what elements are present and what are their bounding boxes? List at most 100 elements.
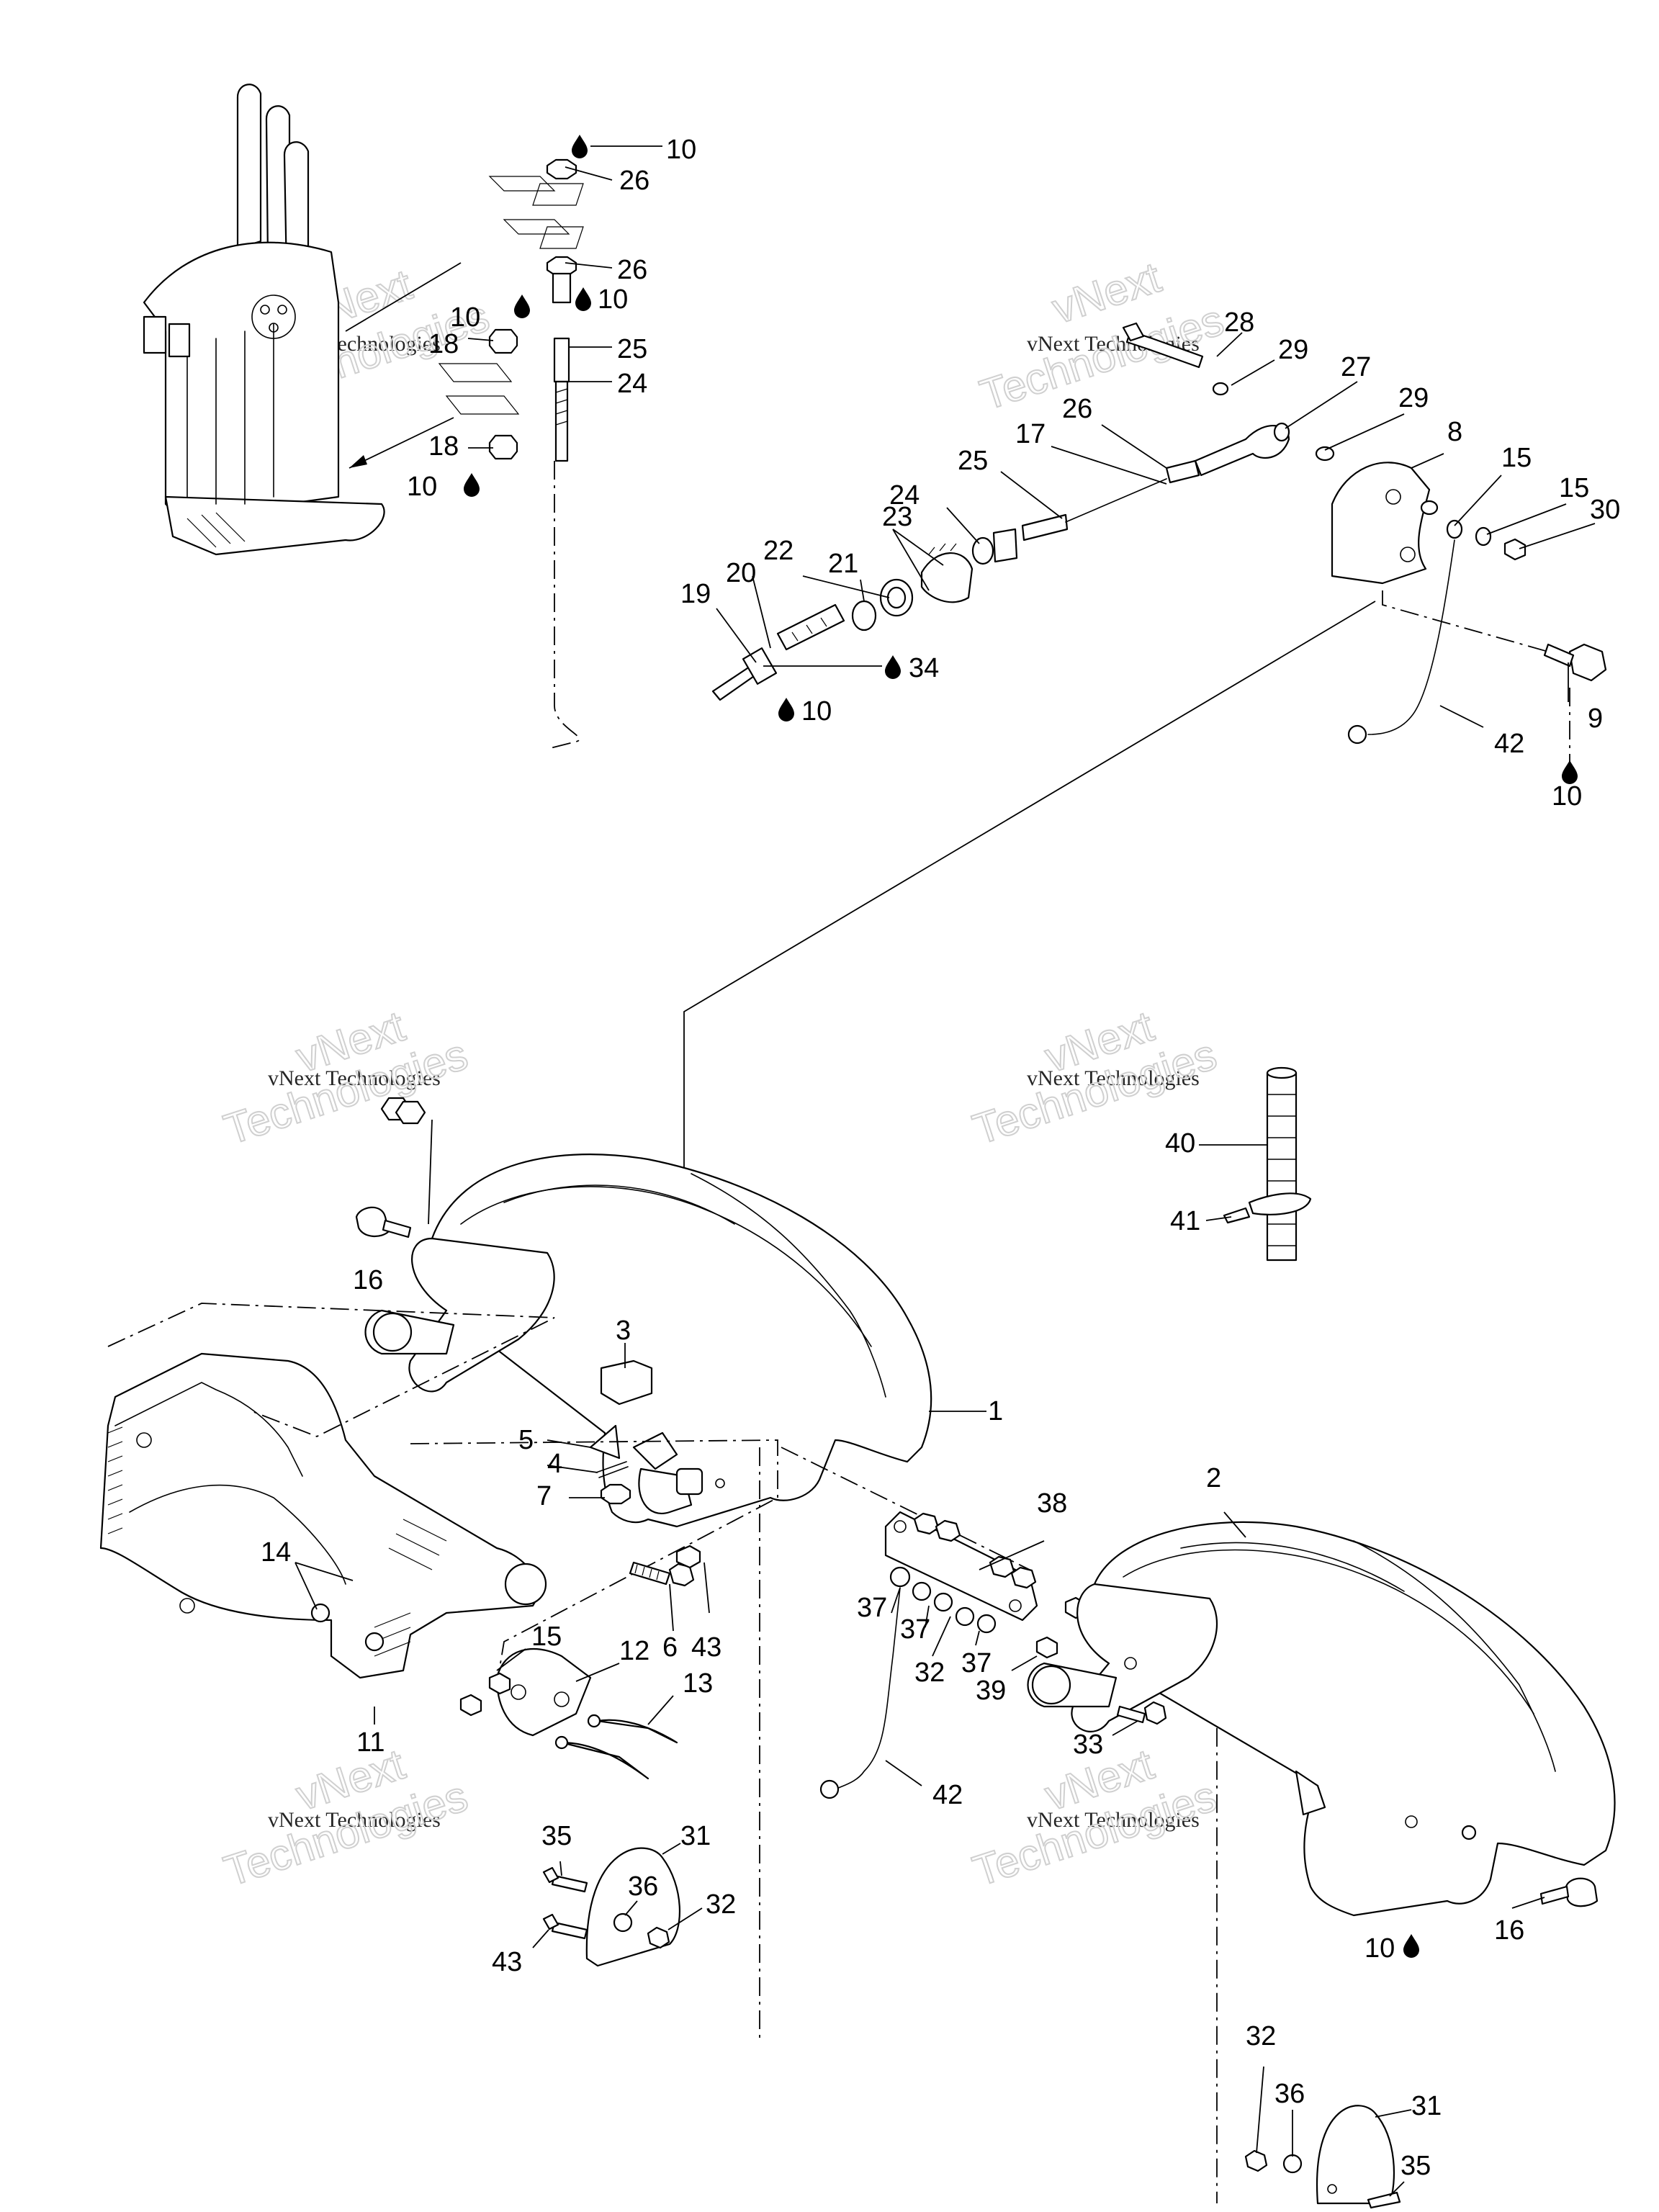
- lever-stud-stack: [438, 158, 584, 462]
- plate-31-upper: [542, 1847, 680, 1967]
- cable-route-line: [547, 461, 580, 750]
- callout-26c: 26: [1062, 394, 1092, 424]
- plate-38-assembly: [819, 1511, 1087, 1799]
- bracket-outline-dash: [107, 1303, 555, 1437]
- callout-25b: 25: [958, 446, 988, 476]
- cluster-top-washer-2: [395, 1100, 426, 1125]
- callout-33: 33: [1073, 1730, 1103, 1760]
- screw-16-bottom-shank: [1539, 1885, 1570, 1905]
- watermark-mid-left: vNext vNext Technologies Technologies: [217, 1001, 474, 1154]
- callout-24b: 24: [889, 480, 920, 511]
- callout-30: 30: [1590, 495, 1620, 525]
- screw-16-bottom: [1565, 1877, 1599, 1907]
- callout-11: 11: [356, 1727, 385, 1758]
- callout-3: 3: [616, 1316, 631, 1346]
- mounting-bracket-11: [99, 1352, 547, 1679]
- arrow-line-upper: [345, 262, 462, 332]
- callout-1: 1: [988, 1396, 1003, 1426]
- callout-37a: 37: [857, 1593, 887, 1623]
- plate-31-lower: [1244, 2105, 1401, 2209]
- bracket-12-pins-13: [495, 1647, 678, 1780]
- callout-9: 9: [1588, 703, 1603, 734]
- leader-to-screw: [428, 1119, 433, 1225]
- watermark-top-right: vNext vNext Technologies Technologies: [974, 252, 1230, 420]
- callout-6: 6: [662, 1632, 678, 1663]
- callout-31b: 31: [1411, 2091, 1442, 2121]
- callout-20: 20: [726, 558, 756, 588]
- svg-text:vNext Technologies: vNext Technologies: [268, 1066, 441, 1090]
- svg-text:vNext Technologies: vNext Technologies: [268, 1808, 441, 1832]
- callout-2: 2: [1206, 1463, 1221, 1493]
- callout-15c: 15: [531, 1622, 562, 1652]
- callout-13: 13: [683, 1668, 713, 1699]
- callout-39: 39: [976, 1676, 1006, 1706]
- callout-10b: 10: [598, 284, 628, 315]
- callout-38: 38: [1037, 1488, 1067, 1519]
- callout-10e: 10: [801, 696, 832, 727]
- callout-42b: 42: [932, 1780, 963, 1810]
- screw-33: [1116, 1705, 1146, 1724]
- callout-43a: 43: [691, 1632, 721, 1663]
- callout-23: 23: [882, 502, 912, 532]
- callout-24a: 24: [617, 369, 647, 399]
- callout-labels: 10 26 26 10 10 18 25 24 18 10 28 29 27 2…: [261, 135, 1620, 2181]
- callout-35a: 35: [541, 1821, 572, 1851]
- bracket-dash-b: [410, 1439, 778, 1686]
- callout-36a: 36: [628, 1871, 658, 1902]
- nut-15-lower: [459, 1694, 482, 1717]
- callout-18a: 18: [428, 329, 459, 359]
- callout-22: 22: [763, 536, 793, 566]
- callout-43b: 43: [492, 1947, 522, 1977]
- callout-10a: 10: [666, 135, 696, 165]
- diagonal-dash-d: [781, 1447, 1030, 1570]
- screws-6-43: [629, 1545, 701, 1587]
- callout-29b: 29: [1398, 383, 1429, 413]
- callout-36b: 36: [1274, 2079, 1305, 2109]
- shift-cable-assembly: [711, 322, 1607, 745]
- callout-32a: 32: [914, 1658, 945, 1688]
- screw-33-head: [1143, 1701, 1167, 1725]
- callout-4: 4: [547, 1449, 562, 1479]
- callout-17: 17: [1015, 419, 1046, 449]
- cover-part-1: [364, 1154, 932, 1528]
- bracket-dash-line: [1382, 590, 1549, 652]
- svg-text:vNext Technologies: vNext Technologies: [1027, 1066, 1200, 1090]
- callout-16b: 16: [1494, 1915, 1524, 1946]
- callout-37b: 37: [900, 1614, 930, 1645]
- control-lever-assembly: [143, 84, 385, 556]
- callout-7: 7: [536, 1481, 552, 1511]
- callout-27: 27: [1341, 352, 1371, 382]
- callout-12: 12: [619, 1636, 649, 1666]
- callout-5: 5: [518, 1425, 534, 1455]
- callout-28: 28: [1224, 307, 1254, 338]
- callout-10g: 10: [1364, 1933, 1395, 1964]
- callout-34: 34: [909, 653, 939, 683]
- callout-35b: 35: [1401, 2151, 1431, 2181]
- callout-18b: 18: [428, 431, 459, 462]
- callout-16a: 16: [353, 1265, 383, 1295]
- svg-text:vNext Technologies: vNext Technologies: [1027, 1808, 1200, 1832]
- callout-19: 19: [680, 579, 711, 609]
- callout-41: 41: [1170, 1206, 1200, 1236]
- callout-31a: 31: [680, 1821, 711, 1851]
- cover-part-2: [1027, 1521, 1616, 1917]
- fuel-line-tube: [1223, 1066, 1312, 1262]
- callout-15a: 15: [1501, 443, 1532, 473]
- callout-29a: 29: [1278, 335, 1308, 365]
- callout-32c: 32: [1246, 2021, 1276, 2051]
- washer-15-lower: [488, 1672, 511, 1695]
- callout-37c: 37: [961, 1648, 992, 1678]
- callout-32b: 32: [706, 1889, 736, 1920]
- callout-8: 8: [1447, 417, 1462, 447]
- callout-15b: 15: [1559, 473, 1589, 503]
- watermark-low-left: vNext vNext Technologies Technologies: [217, 1739, 474, 1896]
- callout-25a: 25: [617, 334, 647, 364]
- arrow-line-lower: [349, 417, 454, 469]
- callout-26a: 26: [619, 166, 649, 196]
- callout-21: 21: [828, 549, 858, 579]
- small-parts-3-4-5-7: [589, 1359, 653, 1505]
- callout-26b: 26: [617, 255, 647, 285]
- arrow-head: [349, 455, 367, 468]
- watermark-low-right: vNext vNext Technologies Technologies: [966, 1739, 1223, 1896]
